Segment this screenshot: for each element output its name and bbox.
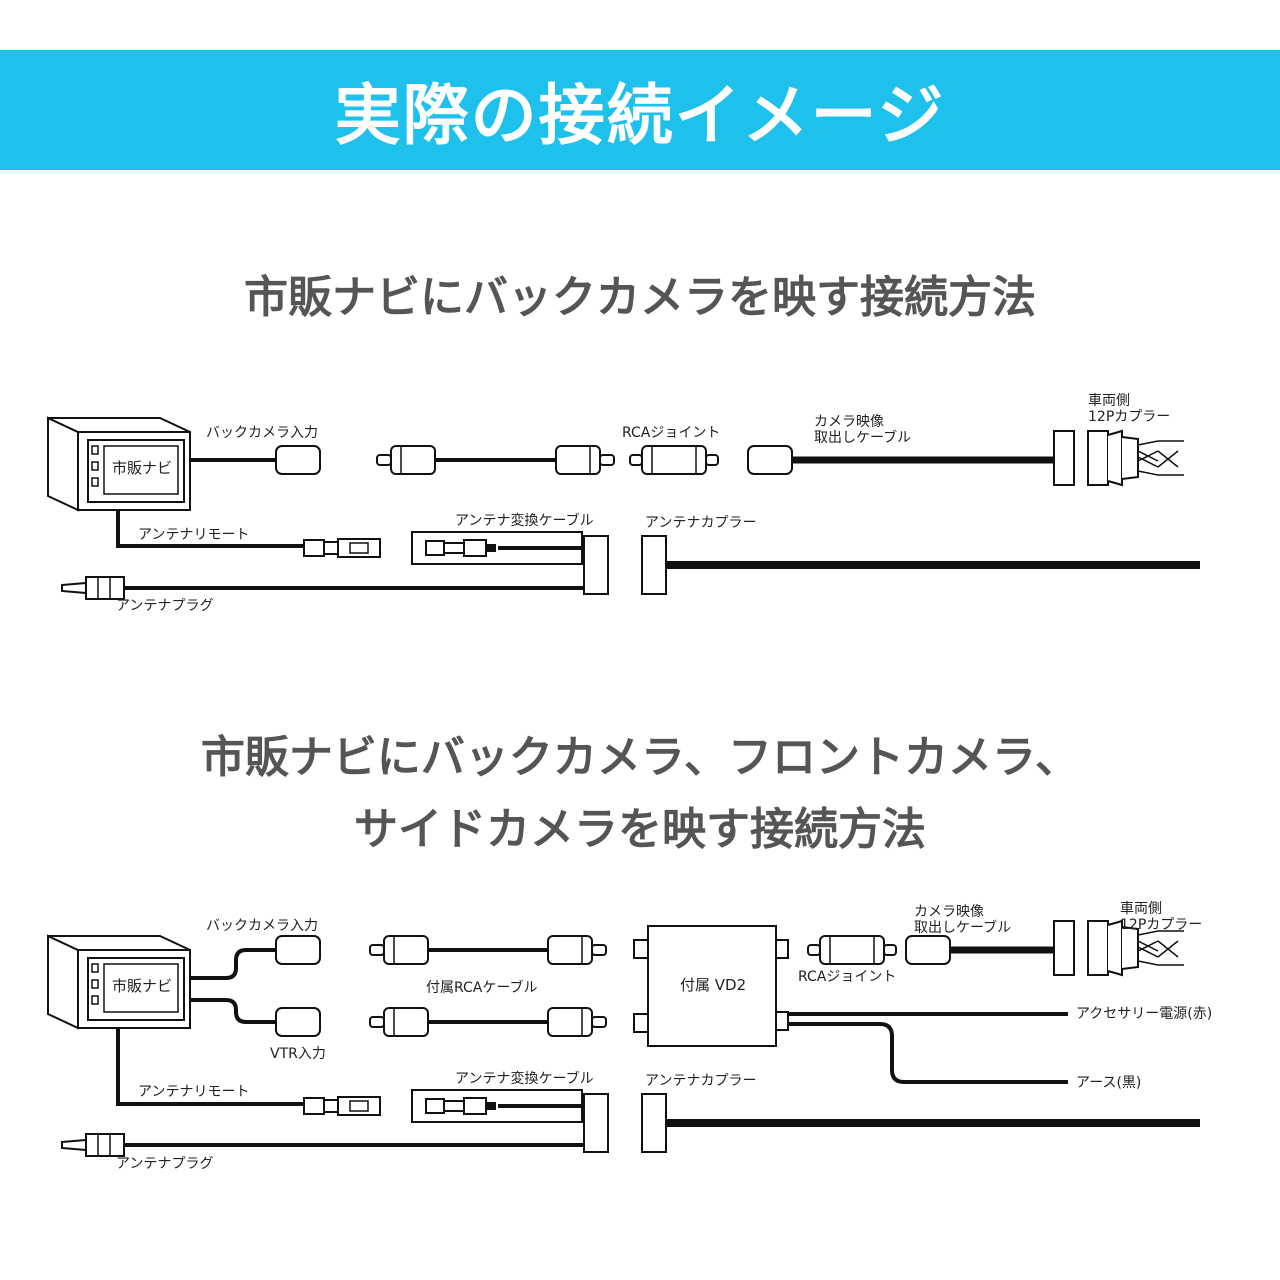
rca-joint-1: [629, 445, 719, 475]
label-accessory-power: アクセサリー電源(赤): [1076, 1006, 1212, 1022]
section1-title: 市販ナビにバックカメラを映す接続方法: [244, 272, 1036, 323]
label-rca-joint-1: RCAジョイント: [622, 425, 720, 441]
wire-vtr-2: [190, 998, 278, 1024]
label-antenna-coupler-1: アンテナカプラー: [645, 515, 756, 531]
rca-female-backcam-2: [275, 935, 321, 965]
wire-antenna-remote-1: [116, 510, 304, 548]
page-title: 実際の接続イメージ: [334, 77, 946, 154]
diagram-section2: 市販ナビ バックカメラ入力 VTR入力 付属RCAケーブル 付属 VD2 RCA…: [47, 900, 1212, 1172]
label-camcable-1b: 取出しケーブル: [814, 429, 911, 446]
antenna-plug-1: [61, 576, 125, 600]
vd2-port-in-bottom: [633, 1013, 649, 1033]
label-antenna-remote-1: アンテナリモート: [138, 527, 249, 543]
label-antenna-remote-2: アンテナリモート: [138, 1084, 249, 1100]
antenna-coupler-2: [641, 1093, 667, 1153]
label-vehicle-side-2b: 12Pカプラー: [1120, 917, 1202, 933]
label-vtr-input-2: VTR入力: [270, 1046, 326, 1062]
section2-title-line2: サイドカメラを映す接続方法: [354, 804, 926, 855]
rca-male-a-2: [369, 935, 429, 965]
diagram-section1: 市販ナビ バックカメラ入力 RCAジョイント カメラ映像 取出しケーブル 車両側…: [47, 392, 1200, 614]
label-camcable-2a: カメラ映像: [914, 904, 984, 920]
vd2-port-power: [775, 1011, 789, 1031]
label-camcable-1a: カメラ映像: [814, 414, 884, 430]
antenna-coupler-1: [641, 535, 667, 595]
vd2-port-in-top: [633, 939, 649, 959]
rca-female-backcam-1: [275, 445, 321, 475]
rca-male-b-2: [547, 935, 607, 965]
antenna-remote-connector-2: [303, 1096, 381, 1116]
label-antenna-plug-2: アンテナプラグ: [116, 1156, 213, 1172]
antenna-plug-2: [61, 1133, 125, 1157]
label-backcam-input-2: バックカメラ入力: [206, 918, 318, 934]
navi-label-2: 市販ナビ: [112, 977, 172, 995]
antenna-remote-connector-1: [303, 538, 381, 558]
rca-male-a-1: [376, 445, 436, 475]
coupler-12p-1: [1053, 430, 1185, 486]
label-vehicle-side-1b: 12Pカプラー: [1088, 409, 1170, 425]
vd2-label: 付属 VD2: [680, 976, 746, 994]
rca-male-c-2: [369, 1007, 429, 1037]
wire-ground: [788, 1022, 1068, 1084]
label-backcam-input-1: バックカメラ入力: [206, 425, 318, 441]
label-antenna-conv-2: アンテナ変換ケーブル: [455, 1070, 594, 1087]
rca-female-camcable-2: [905, 935, 951, 965]
rca-male-b-1: [555, 445, 615, 475]
wire-backcam-2: [190, 948, 278, 980]
antenna-conv-block-2: [583, 1093, 609, 1153]
antenna-conv-block-1: [583, 535, 609, 595]
navi-label-1: 市販ナビ: [112, 459, 172, 477]
label-ground: アース(黒): [1076, 1075, 1141, 1091]
vd2-port-out: [775, 939, 789, 959]
label-vehicle-side-1a: 車両側: [1088, 392, 1130, 409]
section2-title-line1: 市販ナビにバックカメラ、フロントカメラ、: [200, 732, 1080, 783]
label-camcable-2b: 取出しケーブル: [914, 919, 1011, 936]
label-rca-joint-2: RCAジョイント: [798, 969, 896, 985]
header-banner: 実際の接続イメージ: [0, 50, 1280, 170]
vd2-box: [647, 925, 777, 1047]
label-included-rca-2: 付属RCAケーブル: [426, 979, 538, 996]
label-vehicle-side-2a: 車両側: [1120, 900, 1162, 917]
rca-female-vtr-2: [275, 1007, 321, 1037]
label-antenna-coupler-2: アンテナカプラー: [645, 1073, 756, 1089]
rca-joint-2: [807, 935, 897, 965]
label-antenna-conv-1: アンテナ変換ケーブル: [455, 512, 594, 529]
label-antenna-plug-1: アンテナプラグ: [116, 598, 213, 614]
rca-female-camcable-1: [747, 445, 793, 475]
rca-male-d-2: [547, 1007, 607, 1037]
wire-antenna-remote-2: [116, 1028, 304, 1106]
